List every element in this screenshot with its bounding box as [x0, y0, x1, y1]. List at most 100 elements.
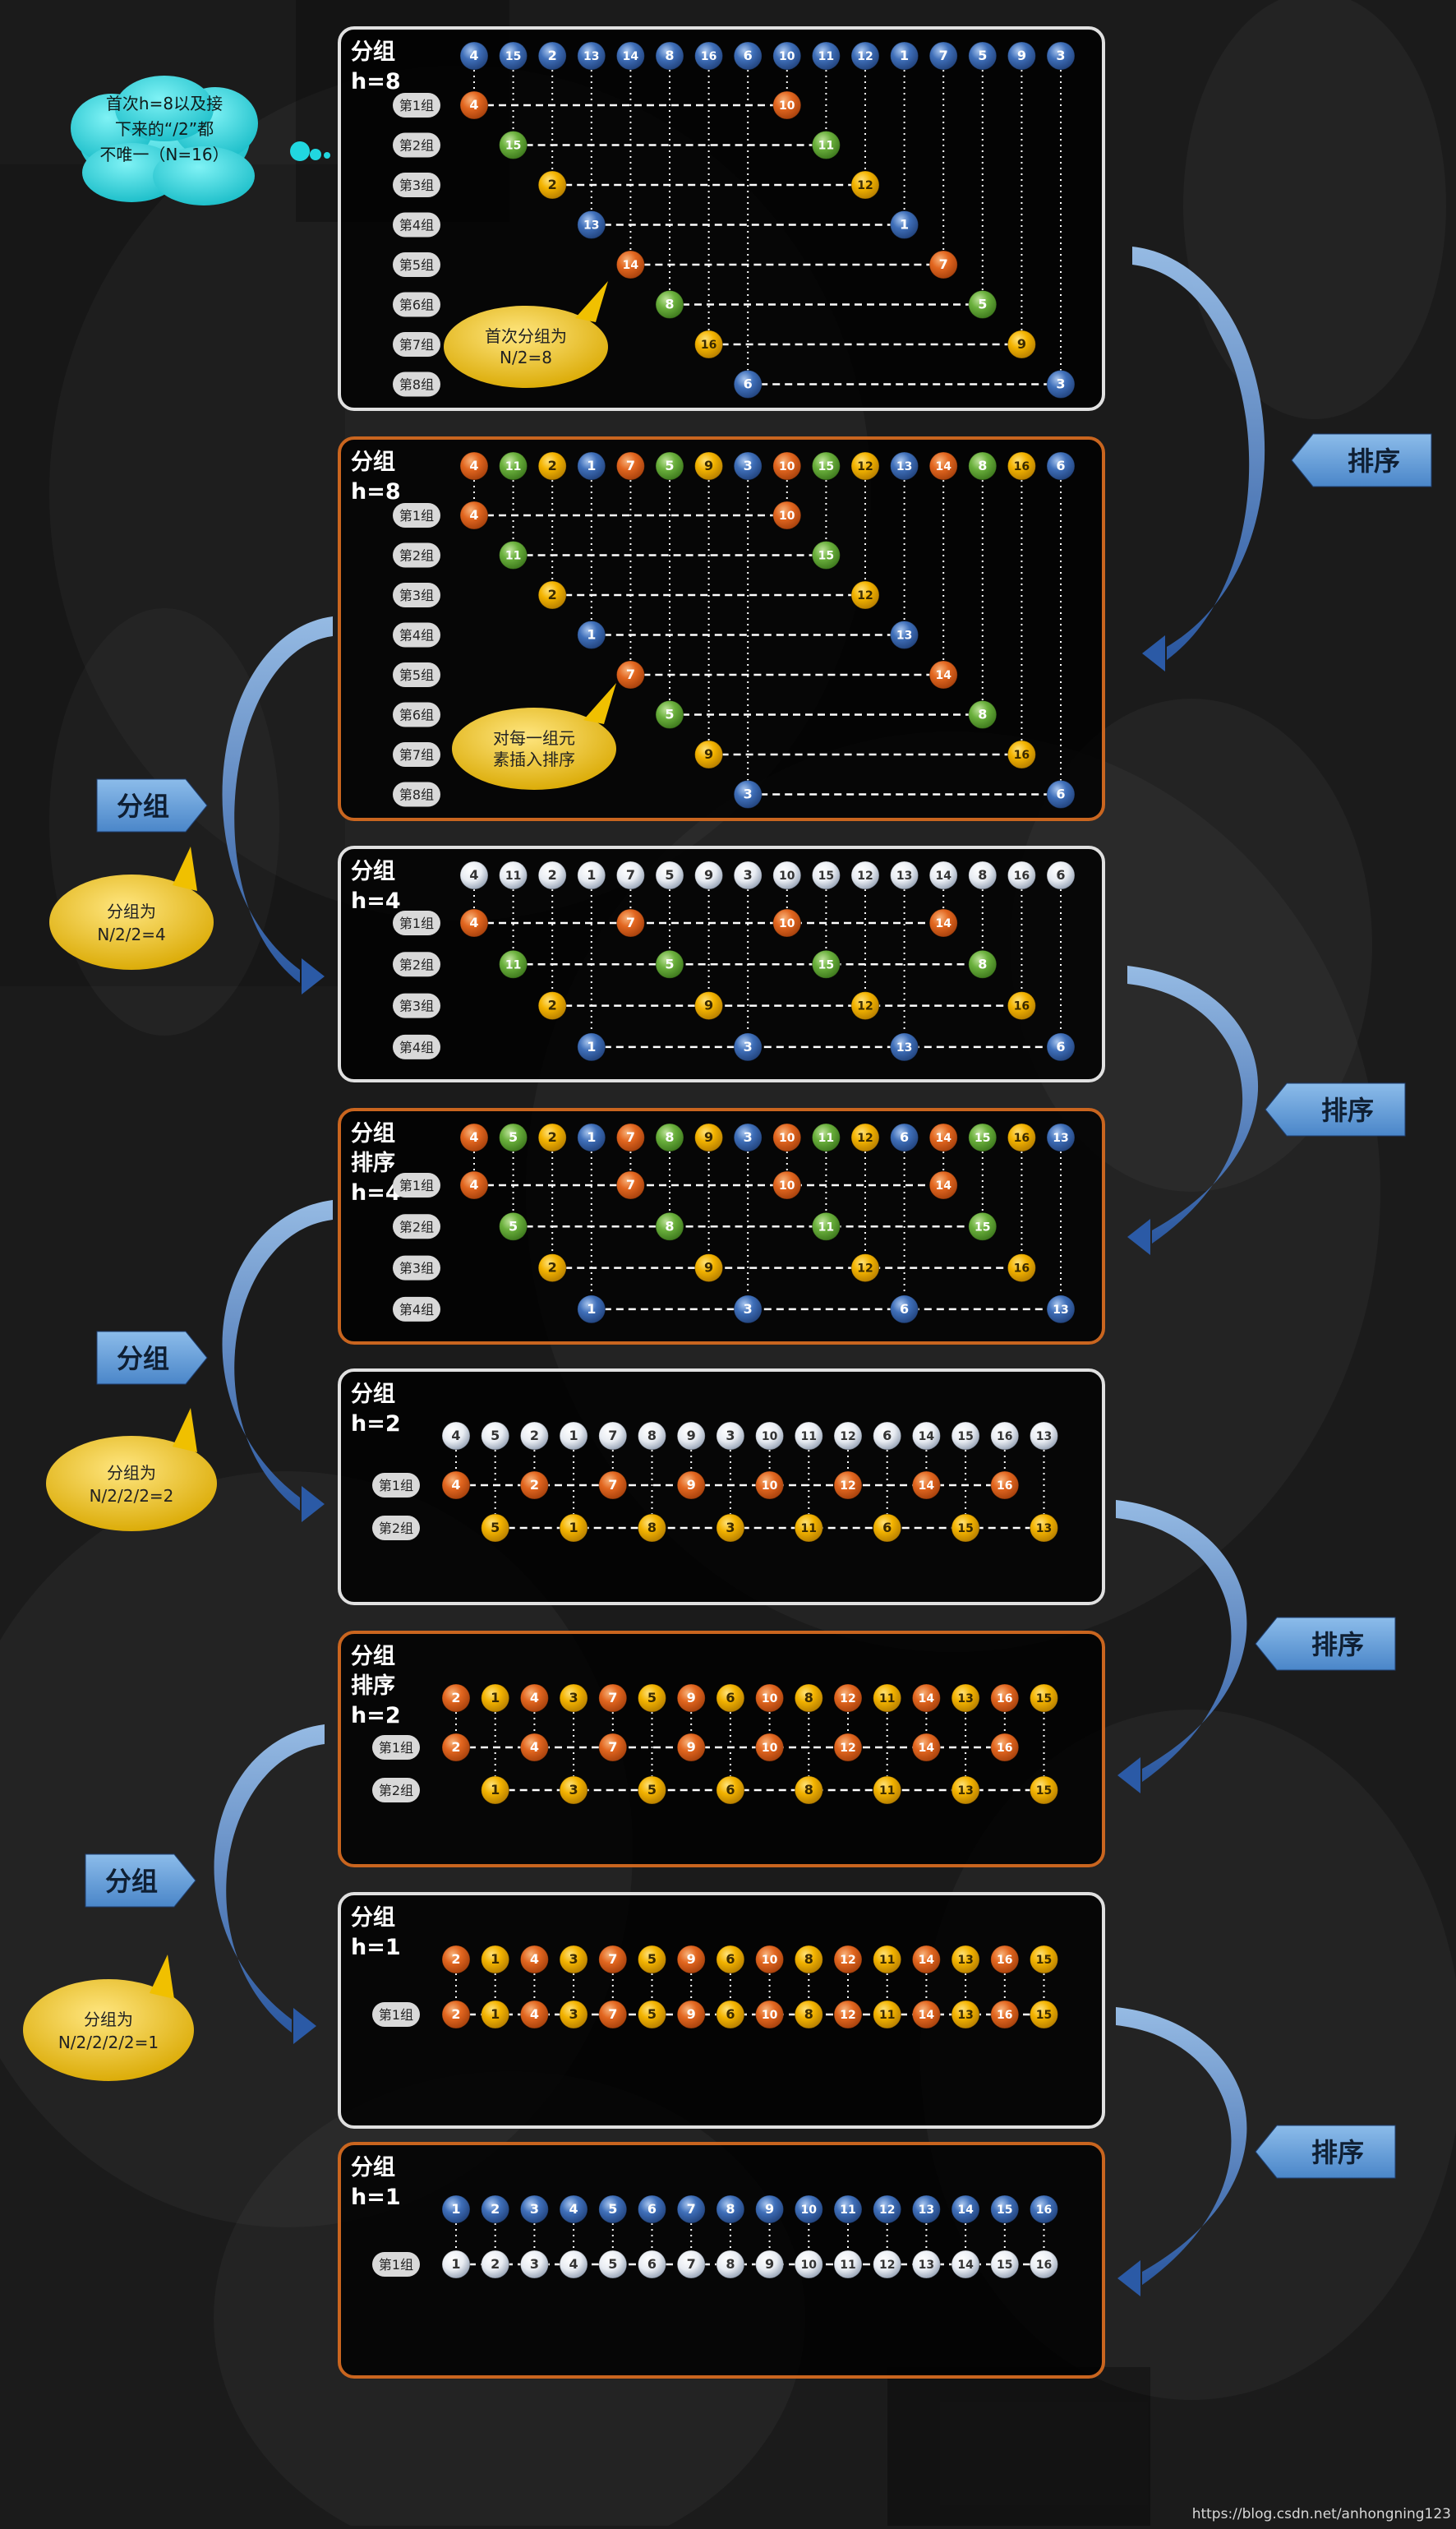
number-ball: 13 [951, 1945, 980, 1974]
sort-tag: 排序 [1255, 1617, 1396, 1671]
number-ball: 14 [928, 1123, 958, 1152]
number-ball: 16 [1007, 451, 1036, 481]
number-ball-label: 5 [978, 297, 987, 312]
number-ball-circle [1007, 861, 1036, 890]
number-ball: 3 [733, 1032, 763, 1062]
number-ball-circle [676, 2194, 706, 2224]
number-ball: 11 [833, 2250, 863, 2279]
number-ball-circle [1007, 740, 1036, 769]
number-ball-circle [615, 41, 645, 71]
number-ball-circle [519, 2194, 549, 2224]
number-ball-circle [655, 949, 684, 979]
number-ball-label: 4 [469, 97, 478, 113]
number-ball: 3 [733, 1123, 763, 1152]
number-ball: 14 [951, 2250, 980, 2279]
number-ball: 15 [811, 861, 841, 890]
group-label-text: 第1组 [379, 2257, 413, 2273]
number-ball-circle [733, 1294, 763, 1324]
number-ball: 1 [559, 1421, 588, 1451]
number-ball-circle [598, 1683, 628, 1713]
number-ball-label: 2 [491, 2256, 500, 2272]
group-label-text: 第6组 [399, 298, 434, 313]
number-ball-circle [911, 1945, 941, 1974]
number-ball-label: 8 [665, 1218, 674, 1234]
number-ball-label: 2 [451, 1690, 460, 1705]
number-ball-label: 2 [548, 458, 557, 473]
group-label-text: 第4组 [399, 1040, 434, 1055]
number-ball-circle [928, 908, 958, 938]
number-ball: 14 [928, 861, 958, 890]
number-ball: 16 [1007, 861, 1036, 890]
number-ball-circle [499, 1123, 528, 1152]
group-label-text: 第1组 [399, 98, 434, 113]
number-ball-label: 9 [704, 1260, 713, 1276]
number-ball-label: 1 [491, 2006, 500, 2022]
number-ball-circle [519, 2250, 549, 2279]
number-ball: 11 [873, 1683, 902, 1713]
number-ball-circle [559, 2250, 588, 2279]
number-ball-label: 15 [1036, 1784, 1052, 1798]
group-tag-label: 分组 [117, 791, 169, 822]
number-ball-circle [772, 90, 802, 120]
number-ball: 6 [1046, 780, 1076, 809]
sort-arrow [1127, 966, 1259, 1255]
panel-frame [338, 846, 1105, 1082]
number-ball-label: 10 [762, 1479, 778, 1493]
number-ball: 9 [694, 991, 724, 1021]
number-ball-label: 16 [1014, 1262, 1030, 1276]
number-ball-label: 8 [978, 458, 987, 473]
number-ball-circle [481, 2194, 510, 2224]
number-ball: 10 [755, 2000, 785, 2029]
number-ball-label: 15 [957, 1430, 973, 1443]
number-ball: 13 [951, 1775, 980, 1805]
number-ball-circle [459, 1170, 489, 1200]
number-ball-circle [928, 1123, 958, 1152]
number-ball-circle [733, 41, 763, 71]
number-ball-circle [968, 451, 998, 481]
number-ball: 1 [559, 1513, 588, 1543]
group-label-text: 第1组 [379, 1478, 413, 1493]
number-ball: 10 [755, 1945, 785, 1974]
number-ball-label: 15 [1036, 1954, 1052, 1967]
number-ball-label: 3 [1056, 376, 1065, 392]
number-ball-circle [833, 1421, 863, 1451]
cloud-dot [290, 141, 310, 161]
number-ball-label: 14 [919, 1430, 935, 1443]
number-ball-label: 13 [583, 50, 599, 63]
number-ball-label: 16 [997, 1742, 1012, 1755]
number-ball: 14 [911, 1733, 941, 1762]
number-ball-circle [598, 1470, 628, 1500]
panel-title-line: 分组 [351, 858, 395, 884]
number-ball: 3 [519, 2250, 549, 2279]
thought-cloud-text: 下来的“/2”都 [115, 119, 214, 139]
number-ball-label: 6 [1056, 787, 1065, 802]
number-ball: 13 [577, 210, 606, 239]
number-ball-circle [577, 451, 606, 481]
number-ball-circle [694, 991, 724, 1021]
number-ball: 16 [1007, 991, 1036, 1021]
number-ball-label: 2 [548, 998, 557, 1013]
number-ball-circle [911, 2194, 941, 2224]
number-ball: 11 [811, 1123, 841, 1152]
number-ball-label: 3 [1056, 48, 1065, 63]
number-ball: 8 [968, 700, 998, 729]
number-ball-label: 4 [469, 1177, 478, 1193]
number-ball-label: 6 [726, 2006, 735, 2022]
number-ball-circle [459, 501, 489, 530]
number-ball-label: 13 [896, 870, 912, 883]
number-ball-label: 4 [530, 1951, 539, 1967]
number-ball-circle [811, 541, 841, 570]
number-ball: 7 [598, 1733, 628, 1762]
number-ball-circle [1046, 861, 1076, 890]
number-ball: 14 [928, 660, 958, 690]
number-ball-circle [1046, 451, 1076, 481]
number-ball-label: 11 [801, 1430, 817, 1443]
number-ball: 14 [911, 2000, 941, 2029]
number-ball-label: 3 [530, 2256, 539, 2272]
panel-title-line: h=2 [351, 1703, 401, 1728]
number-ball-label: 13 [1053, 1132, 1068, 1145]
number-ball-circle [911, 2000, 941, 2029]
number-ball-circle [638, 1513, 666, 1543]
panel-frame [338, 1108, 1105, 1345]
